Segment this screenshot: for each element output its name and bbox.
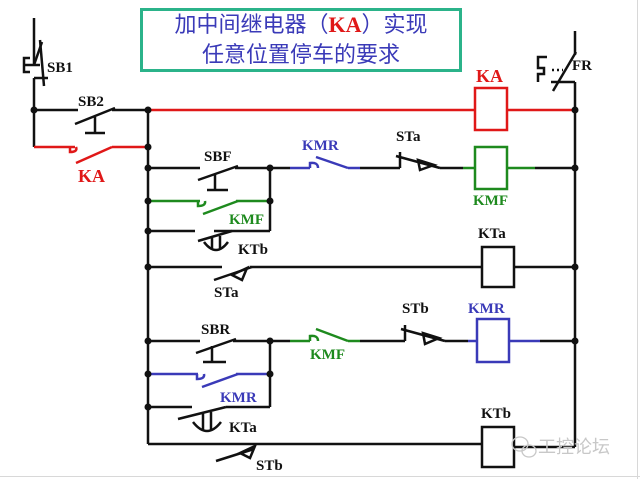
bottom-border (0, 476, 640, 477)
label-kmr-hold: KMR (220, 390, 257, 406)
kmf-nc-interlock-reverse (290, 327, 360, 343)
label-kmr-interlock: KMR (302, 138, 339, 154)
label-kmr-coil: KMR (468, 301, 505, 317)
watermark-text: 工控论坛 (538, 437, 610, 458)
fr-overload-contact (536, 31, 578, 92)
label-stb-no: STb (256, 458, 283, 474)
sta-nc-limit-forward (360, 152, 463, 172)
title-line-1: 加中间继电器（KA）实现 (174, 11, 428, 38)
label-kta-coil: KTa (478, 226, 506, 242)
ka-hold-contact (34, 145, 148, 165)
kmf-coil (463, 145, 535, 191)
label-sb1: SB1 (47, 60, 73, 76)
label-sta-no: STa (214, 285, 239, 301)
stb-nc-limit-reverse (360, 325, 468, 346)
label-sbf: SBF (204, 149, 232, 165)
label-ka-contact: KA (78, 166, 105, 186)
right-border (637, 0, 638, 479)
junction-dots (30, 106, 579, 411)
kmr-hold-contact (148, 372, 270, 389)
kmr-coil (468, 317, 540, 364)
label-sbr: SBR (201, 322, 230, 338)
label-ktb-coil: KTb (481, 406, 511, 422)
sta-no-limit (148, 265, 482, 282)
wechat-icon (511, 436, 537, 458)
label-ktb-contact: KTb (238, 242, 268, 258)
kmf-hold-contact (148, 199, 270, 216)
title-line-2: 任意位置停车的要求 (201, 42, 400, 68)
label-kmf-hold: KMF (229, 212, 264, 228)
kmr-nc-interlock-forward (290, 155, 360, 170)
label-kmf-coil: KMF (473, 193, 508, 209)
watermark: 工控论坛 (511, 436, 610, 458)
label-stb-nc: STb (402, 301, 429, 317)
label-ka-coil: KA (476, 66, 503, 86)
kta-timed-contact (148, 405, 270, 433)
label-kta-contact: KTa (229, 420, 257, 436)
label-fr: FR (572, 58, 592, 74)
sb2-start-button (32, 106, 148, 147)
ktb-timed-contact (148, 229, 270, 252)
label-kmf-interlock: KMF (310, 347, 345, 363)
ka-rung (148, 86, 575, 132)
title-box: 加中间继电器（KA）实现 任意位置停车的要求 (140, 8, 462, 72)
stb-no-limit (148, 442, 482, 463)
kta-coil (480, 245, 575, 289)
label-sta-nc: STa (396, 129, 421, 145)
sb1-stop-button (22, 18, 48, 110)
label-sb2: SB2 (78, 94, 104, 110)
